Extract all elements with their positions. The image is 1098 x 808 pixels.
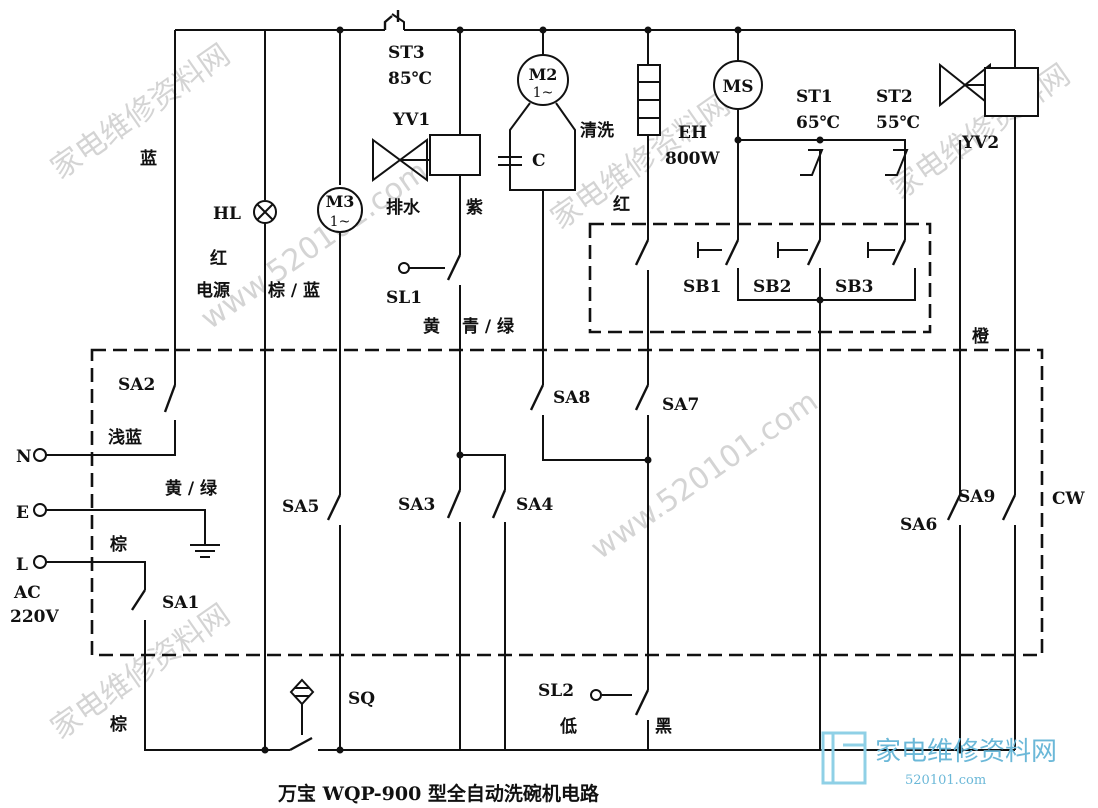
neutral-branch bbox=[33, 30, 177, 462]
wire-yellow: 黄 bbox=[423, 316, 440, 337]
label-m3: M3 bbox=[326, 192, 355, 211]
switch-sa4: SA4 bbox=[516, 495, 553, 515]
label-sl1: SL1 bbox=[386, 288, 422, 308]
label-sb1: SB1 bbox=[683, 277, 721, 297]
logo: 家电维修资料网 520101.com bbox=[821, 731, 1057, 788]
wire-brown: 棕 bbox=[110, 534, 127, 555]
label-st3: ST3 bbox=[388, 43, 425, 63]
logo-url: 520101.com bbox=[905, 773, 986, 788]
label-sb2: SB2 bbox=[753, 277, 791, 297]
label-sb3: SB3 bbox=[835, 277, 873, 297]
wire-purple: 紫 bbox=[466, 197, 483, 218]
wire-red: 红 bbox=[210, 248, 227, 269]
watermark-text: 家电维修资料网 bbox=[45, 597, 237, 746]
m3-branch bbox=[317, 26, 363, 754]
terminal-voltage: 220V bbox=[10, 607, 59, 627]
diagram-caption: 万宝 WQP-900 型全自动洗碗机电路 bbox=[277, 782, 600, 805]
ms-motor bbox=[713, 26, 906, 266]
label-yv1: YV1 bbox=[392, 110, 430, 130]
switch-sa9: SA9 bbox=[958, 487, 995, 507]
label-power: 电源 bbox=[196, 280, 230, 301]
label-m2-sub: 1~ bbox=[533, 85, 554, 101]
switch-sa6: SA6 bbox=[900, 515, 937, 535]
thermostats bbox=[800, 149, 909, 176]
watermark-text: www.520101.com bbox=[585, 384, 825, 567]
label-drain: 排水 bbox=[386, 197, 421, 218]
label-capacitor: C bbox=[532, 151, 546, 171]
eh-heater bbox=[590, 26, 661, 750]
label-sl2: SL2 bbox=[538, 681, 574, 701]
label-cw: CW bbox=[1052, 489, 1086, 509]
wire-orange: 橙 bbox=[972, 326, 990, 347]
label-st2-temp: 55℃ bbox=[876, 113, 920, 133]
earth-branch bbox=[33, 503, 220, 558]
label-low: 低 bbox=[559, 716, 577, 737]
switch-sa3: SA3 bbox=[398, 495, 435, 515]
right-branch bbox=[939, 30, 1039, 754]
switch-sa5: SA5 bbox=[282, 497, 319, 517]
wire-yellow-green: 黄 / 绿 bbox=[165, 478, 218, 499]
logo-text: 家电维修资料网 bbox=[875, 737, 1057, 767]
label-yv2: YV2 bbox=[961, 133, 999, 153]
hl-branch bbox=[253, 30, 277, 754]
wire-brown-bottom: 棕 bbox=[110, 714, 127, 735]
wire-light-blue: 浅蓝 bbox=[108, 427, 142, 448]
label-m3-sub: 1~ bbox=[330, 214, 351, 230]
switch-sa7: SA7 bbox=[662, 395, 699, 415]
terminal-e: E bbox=[16, 503, 29, 523]
button-contacts bbox=[697, 150, 916, 750]
wire-black: 黑 bbox=[655, 717, 672, 737]
label-ms: MS bbox=[722, 77, 753, 97]
button-box bbox=[588, 222, 932, 334]
line-branch bbox=[33, 555, 265, 751]
terminal-n: N bbox=[16, 447, 32, 467]
terminal-ac: AC bbox=[13, 583, 41, 603]
label-wash: 清洗 bbox=[580, 120, 614, 141]
m2-wash-motor bbox=[498, 26, 652, 464]
label-eh-power: 800W bbox=[665, 149, 720, 169]
label-sq: SQ bbox=[348, 689, 375, 709]
watermark-text: www.520101.com bbox=[195, 154, 435, 337]
wire-cyan-green: 青 / 绿 bbox=[462, 316, 515, 337]
label-eh: EH bbox=[678, 123, 707, 143]
label-st2: ST2 bbox=[876, 87, 913, 107]
sq-sensor bbox=[265, 678, 340, 752]
label-st1-temp: 65℃ bbox=[796, 113, 840, 133]
wire-blue: 蓝 bbox=[140, 149, 157, 169]
wire-brown-blue: 棕 / 蓝 bbox=[268, 280, 320, 301]
drain-branch bbox=[398, 26, 507, 750]
main-controller-box bbox=[90, 348, 1044, 657]
label-m2: M2 bbox=[529, 65, 558, 84]
labels: N E L AC 220V SA2 浅蓝 黄 / 绿 棕 SA1 棕 蓝 HL … bbox=[10, 43, 1086, 805]
wire-red-mid: 红 bbox=[613, 194, 630, 215]
yv1-valve bbox=[372, 134, 481, 182]
terminal-l: L bbox=[16, 555, 28, 575]
label-st3-temp: 85℃ bbox=[388, 69, 432, 89]
switch-sa2: SA2 bbox=[118, 375, 155, 395]
switch-sa8: SA8 bbox=[553, 388, 590, 408]
switch-sa1: SA1 bbox=[162, 593, 199, 613]
label-hl: HL bbox=[213, 204, 241, 224]
top-bus bbox=[175, 10, 1015, 31]
label-st1: ST1 bbox=[796, 87, 833, 107]
